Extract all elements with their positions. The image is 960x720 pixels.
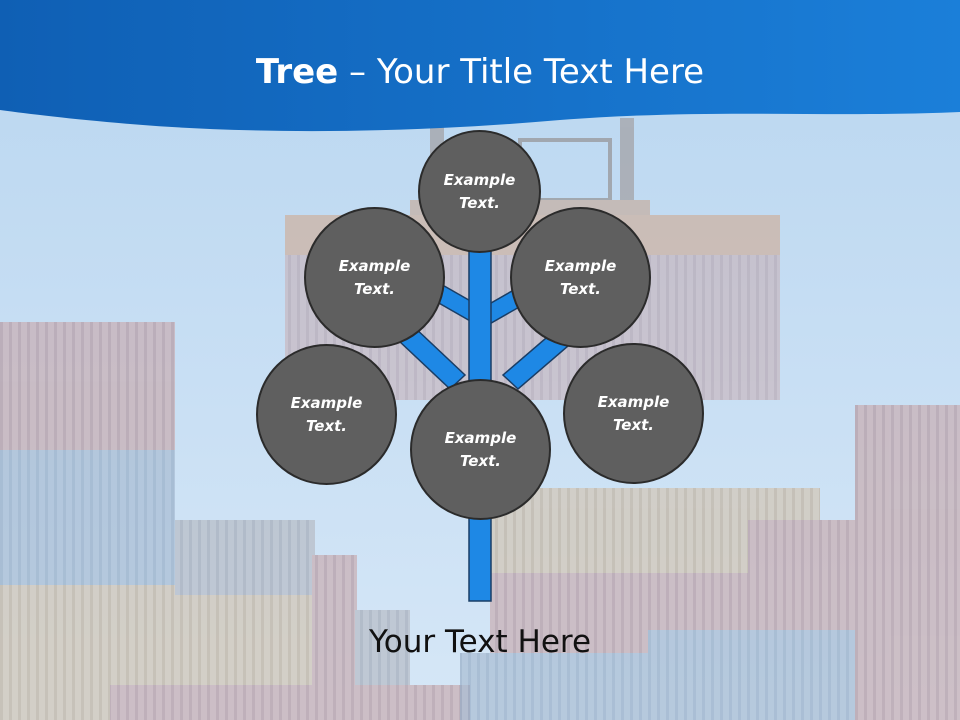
node-label: Example Text.: [544, 256, 617, 298]
title-text: – Your Title Text Here: [338, 52, 705, 92]
tree-node-top: Example Text.: [418, 130, 541, 253]
node-label: Example Text.: [338, 256, 411, 298]
slide-title: Tree – Your Title Text Here: [0, 52, 960, 92]
footer-text: Your Text Here: [368, 624, 592, 660]
tree-node-upper-right: Example Text.: [510, 207, 651, 348]
tree-node-lower-right: Example Text.: [563, 343, 704, 484]
tree-node-center: Example Text.: [410, 379, 551, 520]
node-label: Example Text.: [290, 393, 363, 435]
node-label: Example Text.: [444, 428, 517, 470]
node-label: Example Text.: [443, 170, 516, 212]
node-label: Example Text.: [597, 392, 670, 434]
tree-node-upper-left: Example Text.: [304, 207, 445, 348]
title-bold: Tree: [255, 52, 339, 92]
tree-node-lower-left: Example Text.: [256, 344, 397, 485]
